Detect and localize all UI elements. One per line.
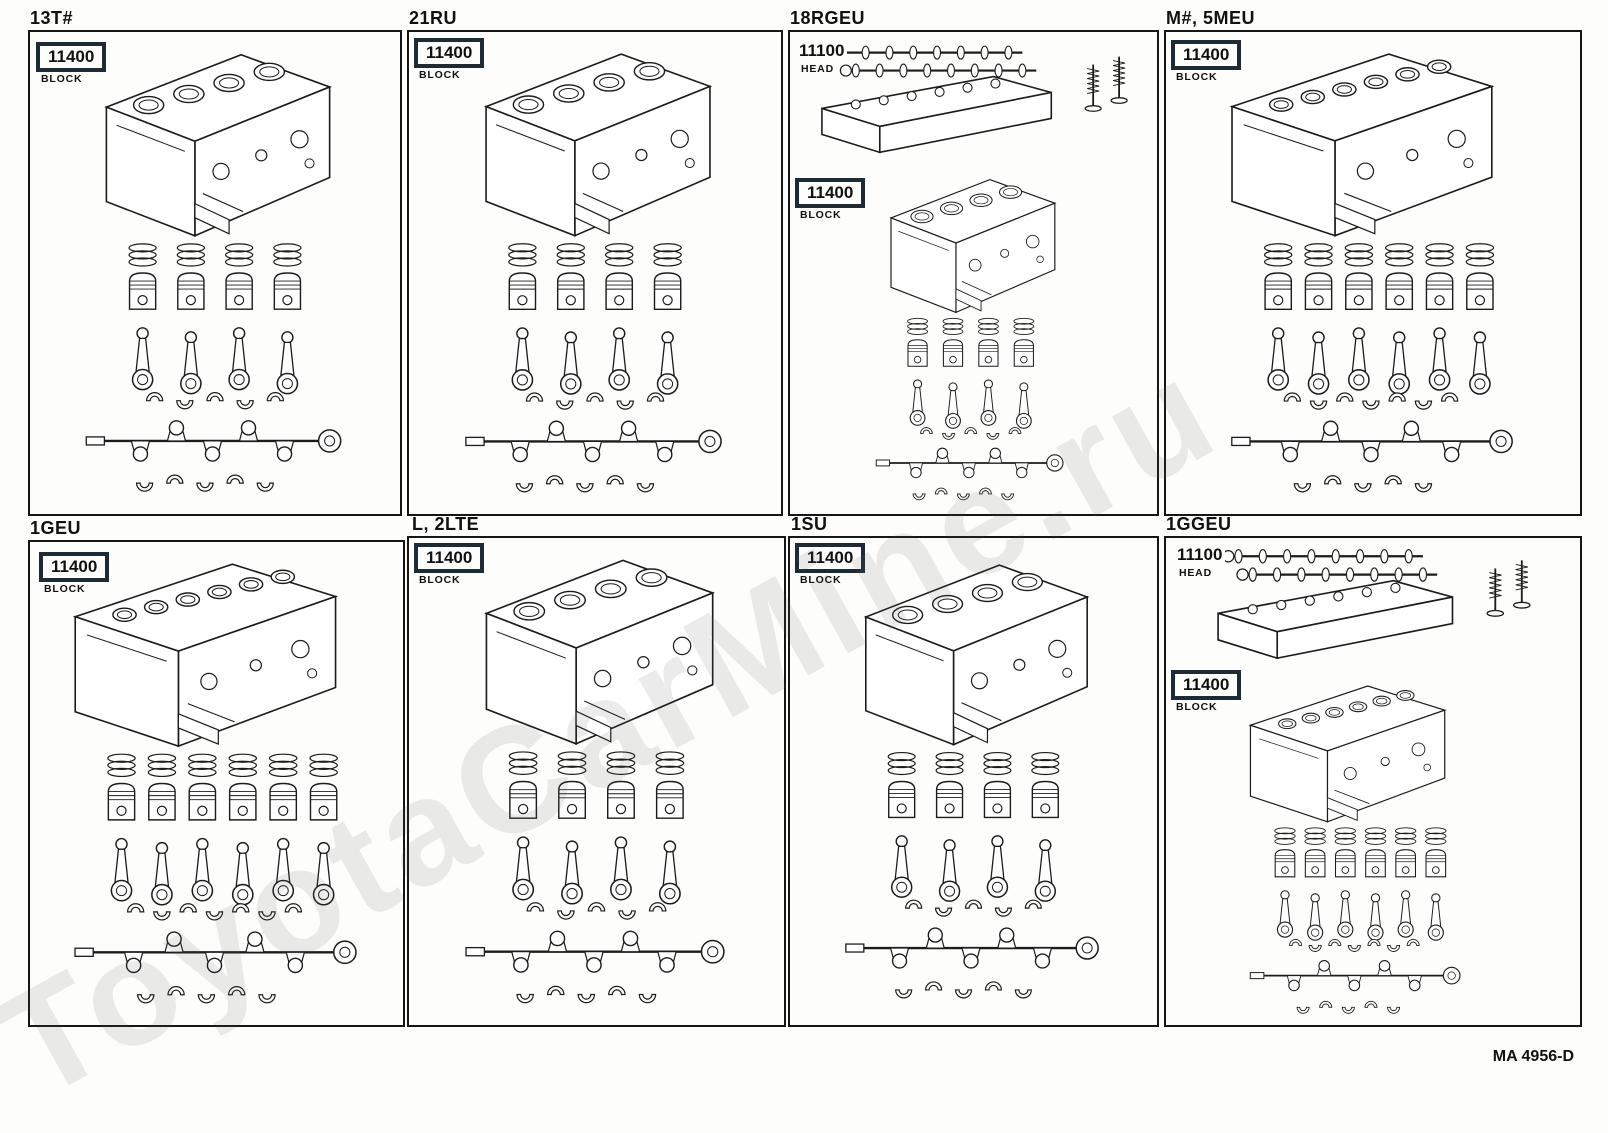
part-label-block[interactable]: 11400 BLOCK [414, 38, 484, 81]
part-name: BLOCK [419, 69, 460, 81]
part-label-block[interactable]: 11400 BLOCK [414, 543, 484, 586]
part-number[interactable]: 11100 [1174, 544, 1225, 566]
panel-l-2lte: 11400 BLOCK [407, 536, 786, 1027]
part-number[interactable]: 11400 [795, 178, 865, 208]
short-block-illustration [1170, 36, 1576, 510]
part-number[interactable]: 11100 [796, 40, 847, 62]
part-name: BLOCK [419, 574, 460, 586]
part-label-block[interactable]: 11400 BLOCK [1171, 670, 1241, 713]
part-name: BLOCK [1176, 71, 1217, 83]
short-block-illustration [34, 546, 399, 1021]
short-block-illustration [34, 36, 396, 510]
panel-13t: 11400 BLOCK [28, 30, 402, 516]
engine-code-m-5meu: M#, 5MEU [1166, 8, 1255, 29]
head-and-short-block-illustration [794, 36, 1153, 510]
engine-code-13t: 13T# [30, 8, 73, 29]
part-name: BLOCK [41, 73, 82, 85]
part-number[interactable]: 11400 [39, 552, 109, 582]
part-label-block[interactable]: 11400 BLOCK [36, 42, 106, 85]
part-number[interactable]: 11400 [414, 543, 484, 573]
part-name: HEAD [801, 63, 834, 75]
short-block-illustration [413, 542, 780, 1021]
panel-1geu: 11400 BLOCK [28, 540, 405, 1027]
head-and-short-block-illustration [1170, 542, 1576, 1021]
panel-m-5meu: 11400 BLOCK [1164, 30, 1582, 516]
part-label-block[interactable]: 11400 BLOCK [1171, 40, 1241, 83]
engine-code-1ggeu: 1GGEU [1166, 514, 1232, 535]
parts-catalog-page: ToyotaCarMine.ru 13T# 21RU 18RGEU M#, 5M… [0, 0, 1608, 1082]
short-block-illustration [794, 542, 1153, 1021]
panel-21ru: 11400 BLOCK [407, 30, 783, 516]
part-number[interactable]: 11400 [1171, 670, 1241, 700]
panel-1su: 11400 BLOCK [788, 536, 1159, 1027]
panel-18rgeu: 11100 HEAD 11400 BLOCK [788, 30, 1159, 516]
panel-1ggeu: 11100 HEAD 11400 BLOCK [1164, 536, 1582, 1027]
part-name: BLOCK [800, 209, 841, 221]
part-label-block[interactable]: 11400 BLOCK [39, 552, 109, 595]
part-name: BLOCK [44, 583, 85, 595]
engine-code-1su: 1SU [791, 514, 828, 535]
part-name: BLOCK [800, 574, 841, 586]
part-number[interactable]: 11400 [414, 38, 484, 68]
part-name: HEAD [1179, 567, 1212, 579]
part-number[interactable]: 11400 [1171, 40, 1241, 70]
part-number[interactable]: 11400 [795, 543, 865, 573]
part-label-block[interactable]: 11400 BLOCK [795, 543, 865, 586]
part-name: BLOCK [1176, 701, 1217, 713]
engine-code-1geu: 1GEU [30, 518, 81, 539]
part-number[interactable]: 11400 [36, 42, 106, 72]
part-label-head[interactable]: 11100 HEAD [796, 40, 847, 75]
engine-code-18rgeu: 18RGEU [790, 8, 865, 29]
engine-code-l-2lte: L, 2LTE [412, 514, 479, 535]
engine-code-21ru: 21RU [409, 8, 457, 29]
part-label-block[interactable]: 11400 BLOCK [795, 178, 865, 221]
figure-code: MA 4956-D [1493, 1048, 1574, 1066]
short-block-illustration [413, 36, 777, 510]
part-label-head[interactable]: 11100 HEAD [1174, 544, 1225, 579]
